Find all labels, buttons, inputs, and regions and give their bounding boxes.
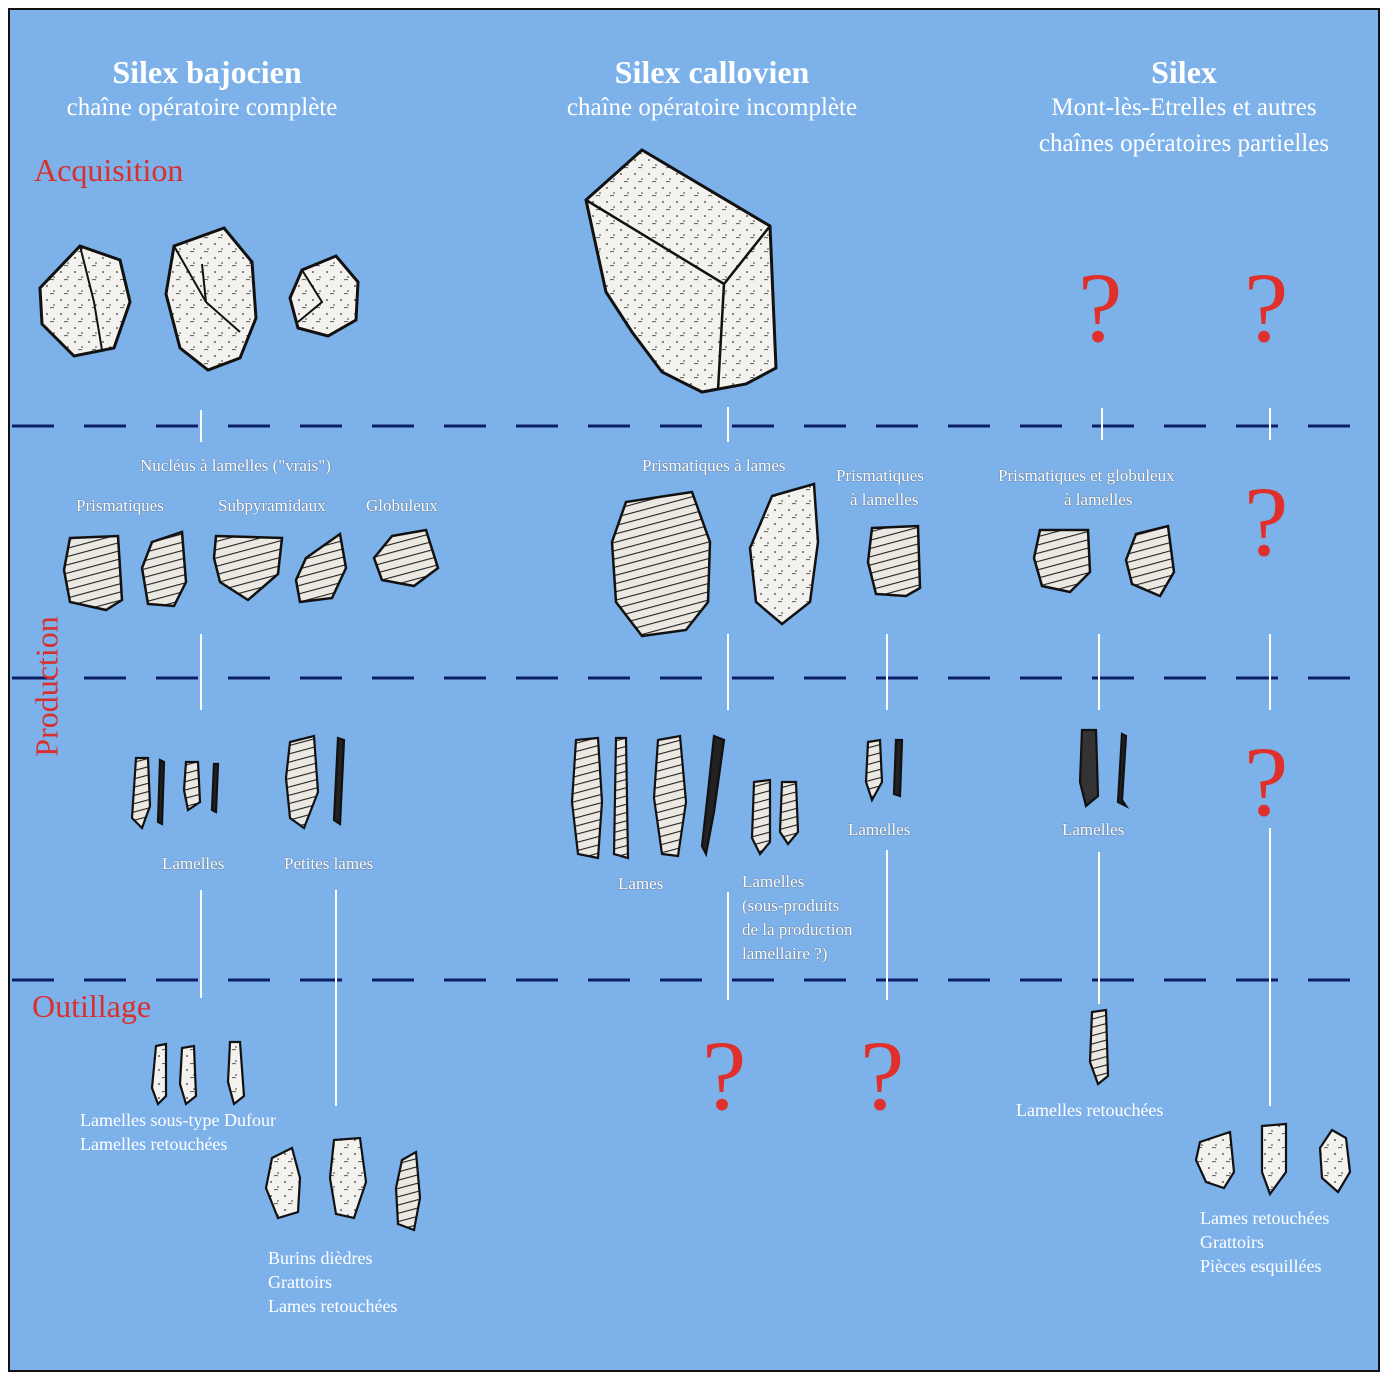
core-prism-lamelles <box>868 526 920 596</box>
column-title-bajocien: Silex bajocien <box>77 54 337 91</box>
column-subtitle-bajocien: chaîne opératoire complète <box>22 94 382 122</box>
label-lamelles-c4: Lamelles <box>1062 820 1124 840</box>
flow-lines <box>201 407 1270 1106</box>
core-prism-lames-b <box>750 484 818 624</box>
label-lamelles-call-1: Lamelles <box>742 872 804 892</box>
label-outil-baj2-2: Grattoirs <box>268 1272 332 1293</box>
diagram-panel: Silex bajocien chaîne opératoire complèt… <box>8 8 1380 1372</box>
stage-outillage: Outillage <box>32 988 151 1025</box>
label-outil-c5-3: Pièces esquillées <box>1200 1256 1321 1277</box>
label-outil-baj-2: Lamelles retouchées <box>80 1134 227 1155</box>
label-lamelles-c3: Lamelles <box>848 820 910 840</box>
core-subpyramidal-a <box>214 536 282 600</box>
label-outil-baj2-1: Burins dièdres <box>268 1248 372 1269</box>
question-mark-icon: ? <box>1078 258 1122 358</box>
question-mark-icon: ? <box>702 1026 746 1126</box>
column-subtitle-silex-1: Mont-lès-Etrelles et autres <box>1004 94 1364 122</box>
label-outil-baj-1: Lamelles sous-type Dufour <box>80 1110 276 1131</box>
diagram-graphics <box>10 10 1380 1372</box>
label-prismatiques: Prismatiques <box>76 496 164 516</box>
label-lames: Lames <box>618 874 663 894</box>
label-lamelles-retouchees: Lamelles retouchées <box>1016 1100 1163 1121</box>
column-title-callovien: Silex callovien <box>570 54 854 91</box>
bajocien-nodules <box>40 228 358 370</box>
callovien-block <box>586 150 776 392</box>
question-mark-icon: ? <box>1244 732 1288 832</box>
label-lamelles-bajocien: Lamelles <box>162 854 224 874</box>
label-subpyramidaux: Subpyramidaux <box>218 496 326 516</box>
core-globuleux <box>374 530 438 586</box>
question-mark-icon: ? <box>1244 258 1288 358</box>
core-c4-b <box>1126 526 1174 596</box>
question-mark-icon: ? <box>1244 472 1288 572</box>
label-globuleux: Globuleux <box>366 496 438 516</box>
label-petites-lames: Petites lames <box>284 854 373 874</box>
core-prismatique-a <box>64 536 122 610</box>
nodule-2 <box>166 228 256 370</box>
label-outil-c5-2: Grattoirs <box>1200 1232 1264 1253</box>
question-mark-icon: ? <box>860 1026 904 1126</box>
core-prismatique-b <box>142 532 186 606</box>
label-lamelles-call-4: lamellaire ?) <box>742 944 827 964</box>
label-prismatiques-lamelles-2: à lamelles <box>850 490 918 510</box>
label-prism-glob-2: à lamelles <box>1064 490 1132 510</box>
label-prismatiques-lames: Prismatiques à lames <box>642 456 786 476</box>
label-lamelles-call-2: (sous-produits <box>742 896 839 916</box>
column-title-silex: Silex <box>1104 54 1264 91</box>
nodule-3 <box>290 256 358 336</box>
label-lamelles-call-3: de la production <box>742 920 852 940</box>
label-outil-baj2-3: Lames retouchées <box>268 1296 397 1317</box>
column-subtitle-callovien: chaîne opératoire incomplète <box>526 94 898 122</box>
outillage-tools <box>152 1010 1350 1230</box>
label-outil-c5-1: Lames retouchées <box>1200 1208 1329 1229</box>
label-prismatiques-lamelles-1: Prismatiques <box>836 466 924 486</box>
core-subpyramidal-b <box>296 534 346 602</box>
column-subtitle-silex-2: chaînes opératoires partielles <box>1004 130 1364 158</box>
production-blades <box>132 730 1126 858</box>
label-prism-glob-1: Prismatiques et globuleux <box>998 466 1175 486</box>
stage-production: Production <box>29 592 66 782</box>
stage-acquisition: Acquisition <box>34 152 183 189</box>
core-prism-lames-a <box>612 492 710 636</box>
core-c4-a <box>1034 530 1090 592</box>
label-nucleus-header: Nucléus à lamelles ("vrais") <box>140 456 331 476</box>
